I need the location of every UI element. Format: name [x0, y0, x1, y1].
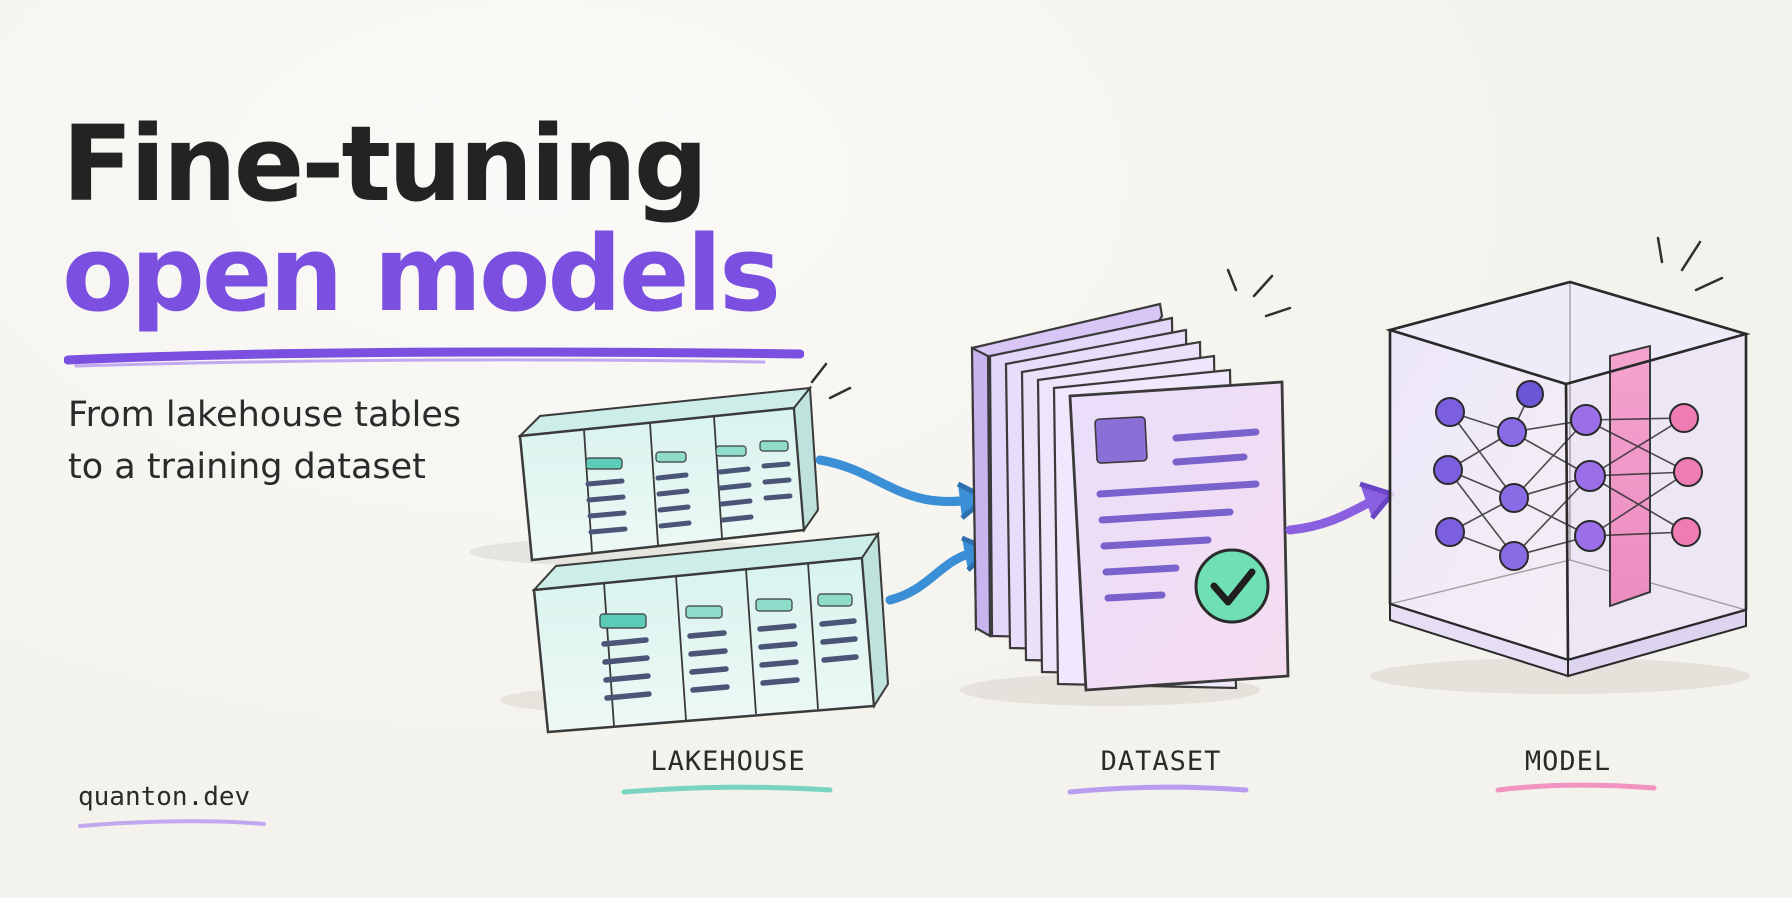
lakehouse-table-lower	[531, 530, 890, 734]
lakehouse-icon	[470, 362, 890, 734]
dataset-icon	[960, 268, 1292, 706]
model-label-underline	[1495, 782, 1657, 793]
lakehouse-table-upper	[517, 385, 820, 562]
title-line-2: open models	[62, 213, 781, 335]
dataset-label-underline	[1067, 784, 1249, 795]
site-link[interactable]: quanton.dev	[78, 782, 251, 812]
lakehouse-label-underline	[621, 784, 833, 795]
flow-arrow-to-model	[1285, 481, 1395, 535]
dataset-label: DATASET	[1100, 746, 1222, 777]
check-circle-icon	[1194, 548, 1270, 624]
site-link-underline	[78, 819, 266, 828]
title-underline	[64, 347, 804, 368]
subtitle-line-1: From lakehouse tables	[68, 395, 462, 435]
model-icon	[1370, 236, 1751, 694]
title-line-1: Fine-tuning	[62, 103, 708, 225]
model-label: MODEL	[1524, 746, 1612, 777]
subtitle-line-2: to a training dataset	[68, 447, 426, 487]
lakehouse-label: LAKEHOUSE	[650, 746, 806, 777]
